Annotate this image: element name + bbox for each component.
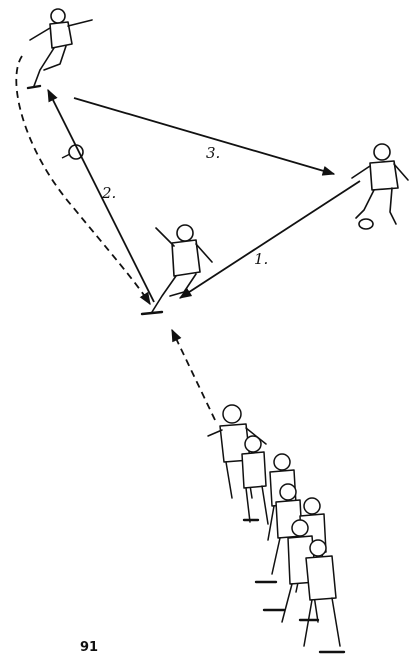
pass-arrow-2 [48,90,154,302]
figure-number: 91 [80,640,98,655]
pass-label-1: 1. [254,252,268,267]
player-top-left [28,9,92,88]
player-top-right [352,144,408,229]
pass-label-3: 3. [206,146,220,161]
pass-label-2: 2. [102,186,116,201]
pass-arrow-1 [180,181,360,298]
pass-arrow-3 [74,98,334,174]
run-path-dashed [16,56,150,304]
queue-run-arrow [172,330,215,420]
player-queue [208,405,344,652]
